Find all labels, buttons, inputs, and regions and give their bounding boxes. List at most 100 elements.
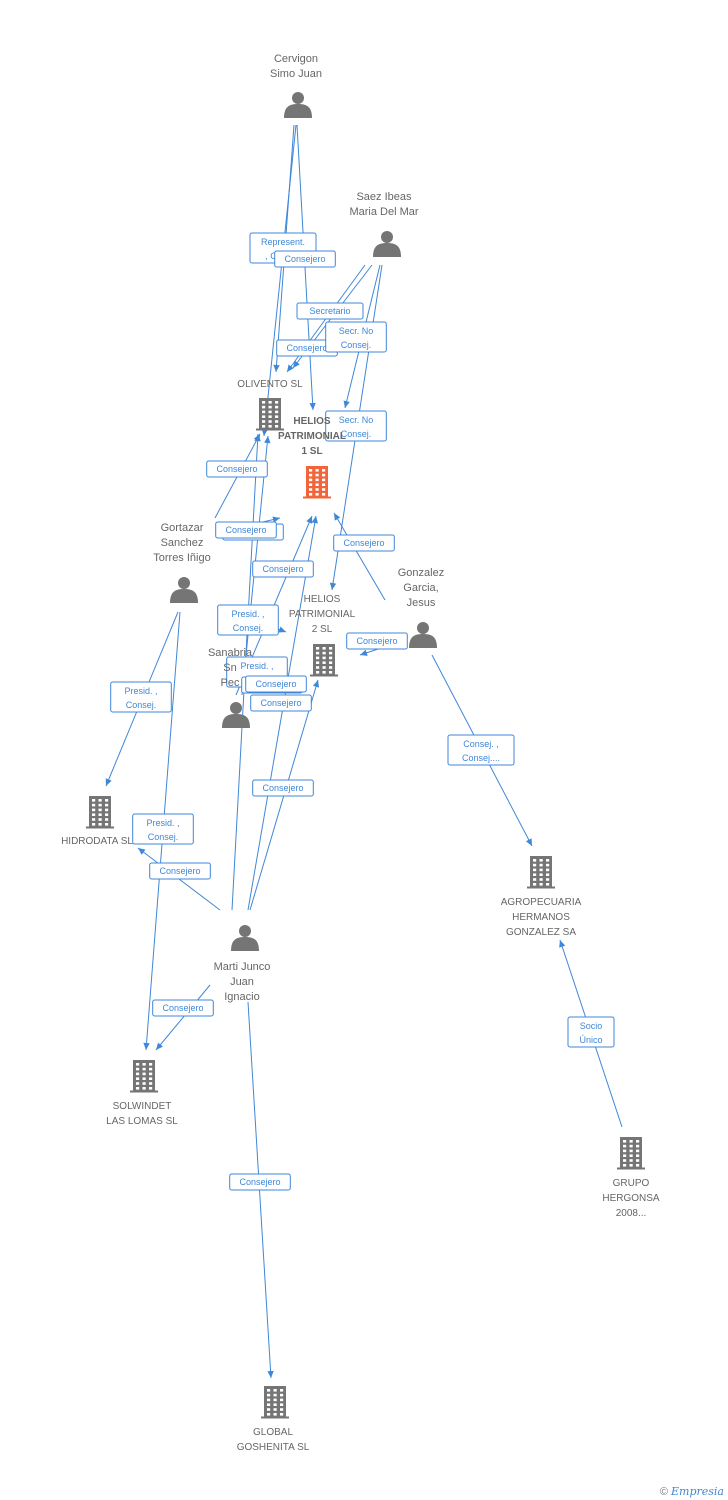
node-label: 2008... — [616, 1208, 647, 1219]
node-label: GRUPO — [613, 1178, 650, 1189]
edge-label-text: Presid. , — [124, 686, 157, 696]
edge-label-text: Consejero — [255, 679, 296, 689]
edge-label[interactable]: Consejero — [152, 999, 214, 1017]
node-hidrodata[interactable]: HIDRODATA SL — [61, 796, 133, 847]
edge-label[interactable]: Consej. ,Consej.... — [447, 734, 515, 766]
edge-line — [333, 512, 386, 601]
edge-label-box — [274, 250, 336, 268]
edge-label[interactable]: Consejero — [274, 250, 336, 268]
edge-label[interactable]: Consejero — [215, 521, 277, 539]
edge-label[interactable]: Consejero — [333, 534, 395, 552]
edge-label-text: Presid. , — [146, 818, 179, 828]
edge-label[interactable]: Consejero — [346, 632, 408, 650]
edge-label[interactable]: Secr. No Consej. — [325, 410, 387, 442]
empresia-logo: Empresia — [671, 1485, 724, 1498]
edge-label-text: Secr. No — [339, 326, 374, 336]
edge-label[interactable]: Consejero — [252, 779, 314, 797]
arrowhead-icon — [360, 649, 368, 656]
node-label: 2 SL — [312, 624, 333, 635]
node-label: HIDRODATA SL — [61, 836, 133, 847]
node-label: HERGONSA — [602, 1193, 660, 1204]
arrowhead-icon — [272, 516, 280, 523]
edge-label[interactable]: Presid. , Consej. — [132, 813, 194, 845]
node-label: Marti Junco — [214, 961, 271, 973]
node-label: Garcia, — [403, 582, 438, 594]
edge-label[interactable]: Consejero — [149, 862, 211, 880]
node-label: GLOBAL — [253, 1427, 293, 1438]
building-icon — [86, 796, 114, 829]
edge-label-text: Consejero — [284, 254, 325, 264]
edge-label-text: Consej. , — [463, 739, 499, 749]
building-icon — [617, 1137, 645, 1170]
edge-label[interactable]: Consejero — [276, 339, 338, 357]
edge-label-box — [215, 521, 277, 539]
node-label: HELIOS — [293, 416, 331, 427]
edge-label-box — [250, 694, 312, 712]
arrowhead-icon — [334, 513, 341, 521]
edges-layer — [105, 124, 623, 1379]
node-label: Saez Ibeas — [356, 191, 412, 203]
edge-label[interactable]: Secretario — [296, 302, 364, 320]
edge-label-text: Consej. — [341, 429, 372, 439]
arrowhead-icon — [293, 360, 300, 368]
arrowhead-icon — [329, 582, 337, 590]
edge-label-box — [325, 321, 387, 353]
edge-label[interactable]: Consejero — [206, 460, 268, 478]
node-grupo[interactable]: GRUPO HERGONSA 2008... — [602, 1137, 660, 1219]
footer-brand[interactable]: © Empresia — [660, 1485, 724, 1498]
arrowhead-icon — [278, 626, 286, 633]
arrowhead-icon — [273, 364, 280, 372]
edge-label-box — [252, 779, 314, 797]
arrowhead-icon — [261, 428, 268, 436]
person-icon — [284, 92, 312, 118]
edge-label-text: Secretario — [309, 306, 350, 316]
edge-marti-to-helios1 — [247, 515, 318, 911]
edge-label-box — [132, 813, 194, 845]
node-label: Gortazar — [161, 522, 204, 534]
copyright-symbol: © — [659, 1486, 668, 1498]
edge-label-text: Consej. — [148, 832, 179, 842]
building-icon — [256, 398, 284, 431]
edge-label-box — [206, 460, 268, 478]
node-label: LAS LOMAS SL — [106, 1116, 178, 1127]
edge-label[interactable]: Presid. , Consej. — [110, 681, 172, 713]
arrowhead-icon — [143, 1042, 150, 1050]
edge-label-text: Consej. — [126, 700, 157, 710]
person-icon — [222, 702, 250, 728]
edge-label-box — [567, 1016, 615, 1048]
edge-label[interactable]: Consejero — [245, 675, 307, 693]
edge-label[interactable]: Presid. ,Consej. — [217, 604, 279, 636]
edge-label[interactable]: Consejero — [252, 560, 314, 578]
arrowhead-icon — [254, 434, 261, 442]
node-label: Pec — [221, 677, 240, 689]
edge-label[interactable]: Consejero — [250, 694, 312, 712]
arrowhead-icon — [306, 516, 313, 524]
arrowhead-icon — [309, 402, 316, 410]
arrowhead-icon — [287, 364, 294, 372]
edge-label-text: Consejero — [262, 783, 303, 793]
edge-label-text: Consejero — [216, 464, 257, 474]
edge-label-box — [296, 302, 364, 320]
node-label: PATRIMONIAL — [278, 431, 346, 442]
node-olivento[interactable]: OLIVENTO SL — [237, 379, 303, 431]
edge-label[interactable]: Consejero — [229, 1173, 291, 1191]
edge-label-box — [217, 604, 279, 636]
arrowhead-icon — [156, 1042, 163, 1050]
node-label: Simo Juan — [270, 68, 322, 80]
arrowhead-icon — [138, 848, 146, 855]
edge-label-text: Secr. No — [339, 415, 374, 425]
edge-label-text: Consejero — [260, 698, 301, 708]
